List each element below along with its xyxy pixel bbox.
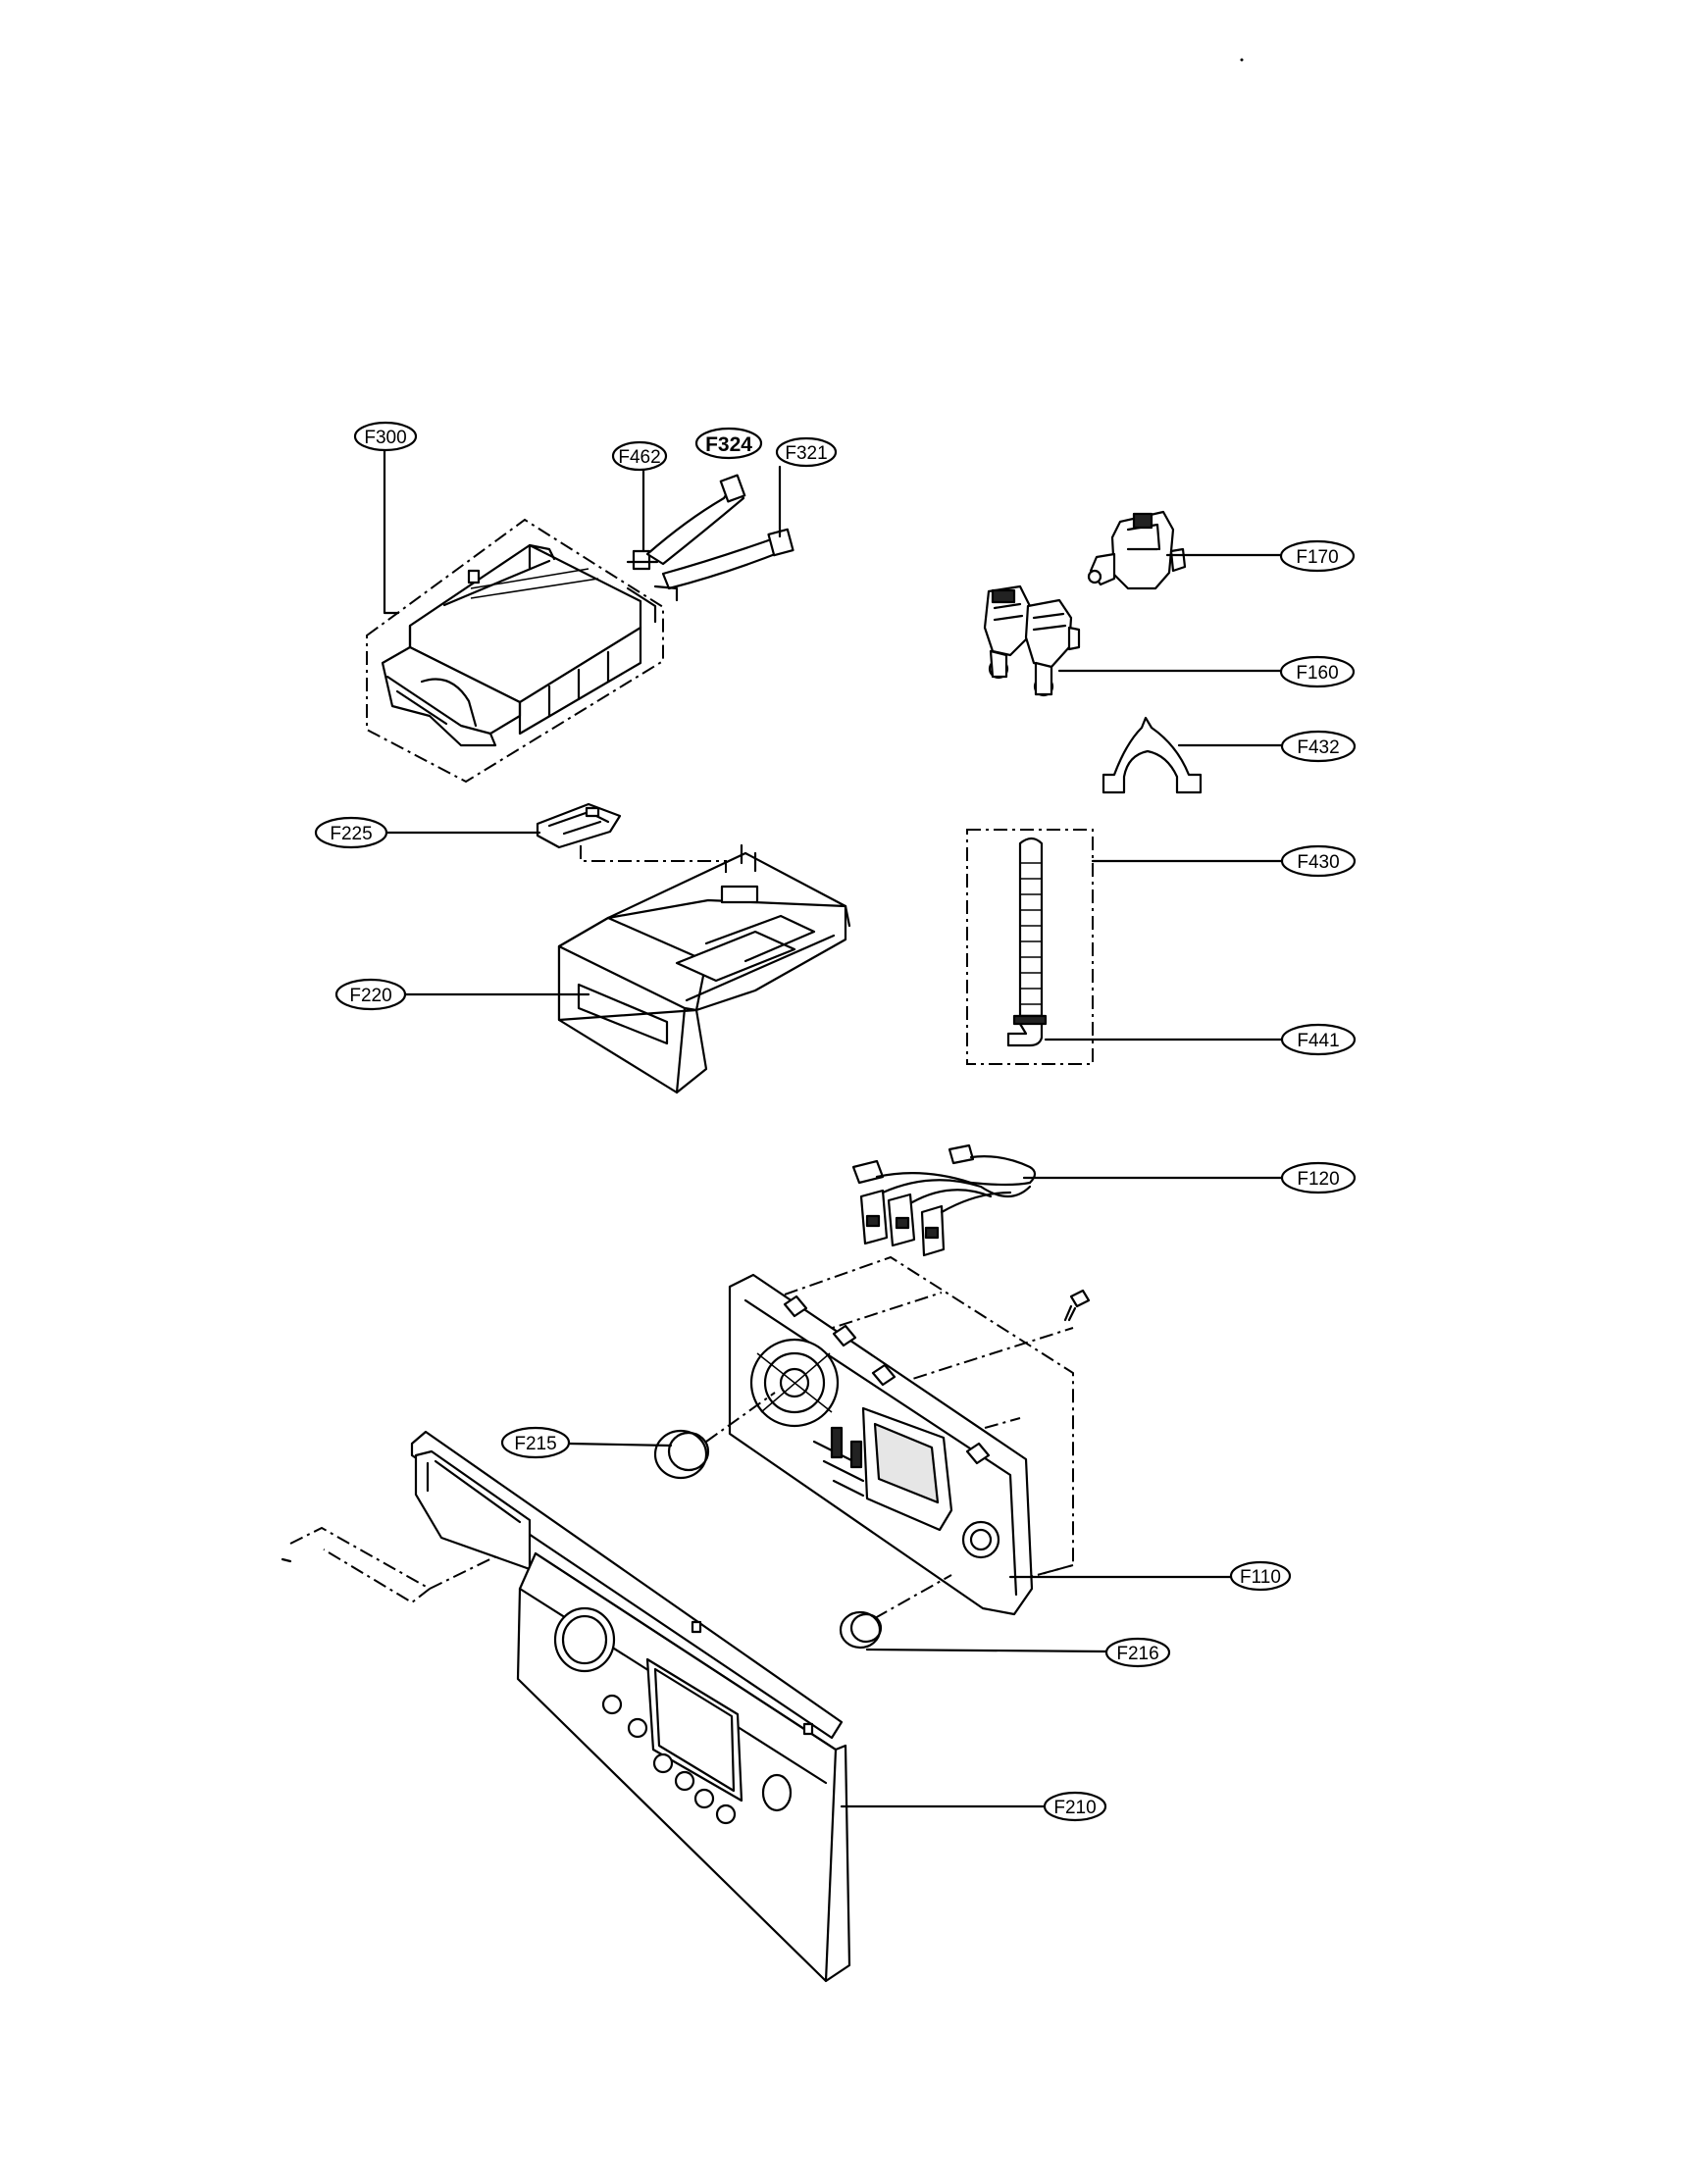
control-panel-part	[281, 1430, 851, 1983]
callout-f324-label: F324	[705, 433, 752, 456]
callout-f300-label: F300	[364, 428, 406, 448]
callout-f321-label: F321	[785, 443, 827, 464]
callout-f215: F215	[500, 1426, 571, 1459]
callout-f321: F321	[775, 436, 838, 468]
callout-f170: F170	[1279, 539, 1356, 573]
callout-f225: F225	[314, 816, 388, 849]
callout-f430-label: F430	[1297, 852, 1339, 873]
dispenser-drawer-part	[557, 843, 851, 1094]
callout-f462: F462	[611, 440, 668, 472]
dispenser-housing-part	[366, 518, 664, 784]
button-part-f216	[839, 1574, 952, 1650]
callout-f210: F210	[1043, 1791, 1107, 1822]
callout-f216: F216	[1104, 1637, 1171, 1668]
callout-f324: F324	[694, 427, 763, 460]
water-valve-part-f160	[983, 584, 1081, 697]
callout-f215-label: F215	[514, 1434, 556, 1454]
leader-f215	[567, 1442, 673, 1448]
callout-f441-label: F441	[1297, 1031, 1339, 1051]
callout-f110-label: F110	[1240, 1567, 1281, 1588]
speck	[1240, 58, 1244, 62]
water-valve-part-f170	[1087, 510, 1187, 590]
callout-f120-label: F120	[1297, 1169, 1339, 1190]
leader-f216	[865, 1648, 1108, 1653]
control-board-part	[728, 1255, 1074, 1616]
inlet-hose-part-f324	[645, 474, 746, 566]
dispenser-cap-part	[536, 802, 622, 849]
leader-f300	[383, 448, 400, 615]
hose-clip-part	[626, 549, 659, 571]
callout-f220: F220	[334, 978, 407, 1011]
callout-f110: F110	[1229, 1560, 1292, 1592]
callout-f120: F120	[1280, 1161, 1357, 1194]
screw-part	[1063, 1289, 1091, 1322]
callout-f432-label: F432	[1297, 737, 1339, 758]
drain-hose-part	[966, 829, 1094, 1065]
callout-f220-label: F220	[349, 986, 391, 1006]
callout-f300: F300	[353, 421, 418, 452]
callout-f160-label: F160	[1296, 663, 1338, 684]
callout-f225-label: F225	[330, 824, 372, 844]
callout-f216-label: F216	[1116, 1644, 1158, 1664]
callout-f441: F441	[1280, 1023, 1357, 1056]
callout-f462-label: F462	[618, 447, 660, 468]
callout-f160: F160	[1279, 655, 1356, 688]
leader-lines	[383, 448, 1283, 1808]
callout-f210-label: F210	[1053, 1798, 1096, 1818]
inlet-hose-part-f321	[653, 528, 794, 602]
hose-guide-part	[1102, 716, 1203, 794]
knob-part-f215	[653, 1392, 776, 1480]
callout-f170-label: F170	[1296, 547, 1338, 568]
callout-f430: F430	[1280, 844, 1357, 878]
callout-f432: F432	[1280, 730, 1357, 763]
wire-harness-part	[851, 1143, 1037, 1257]
